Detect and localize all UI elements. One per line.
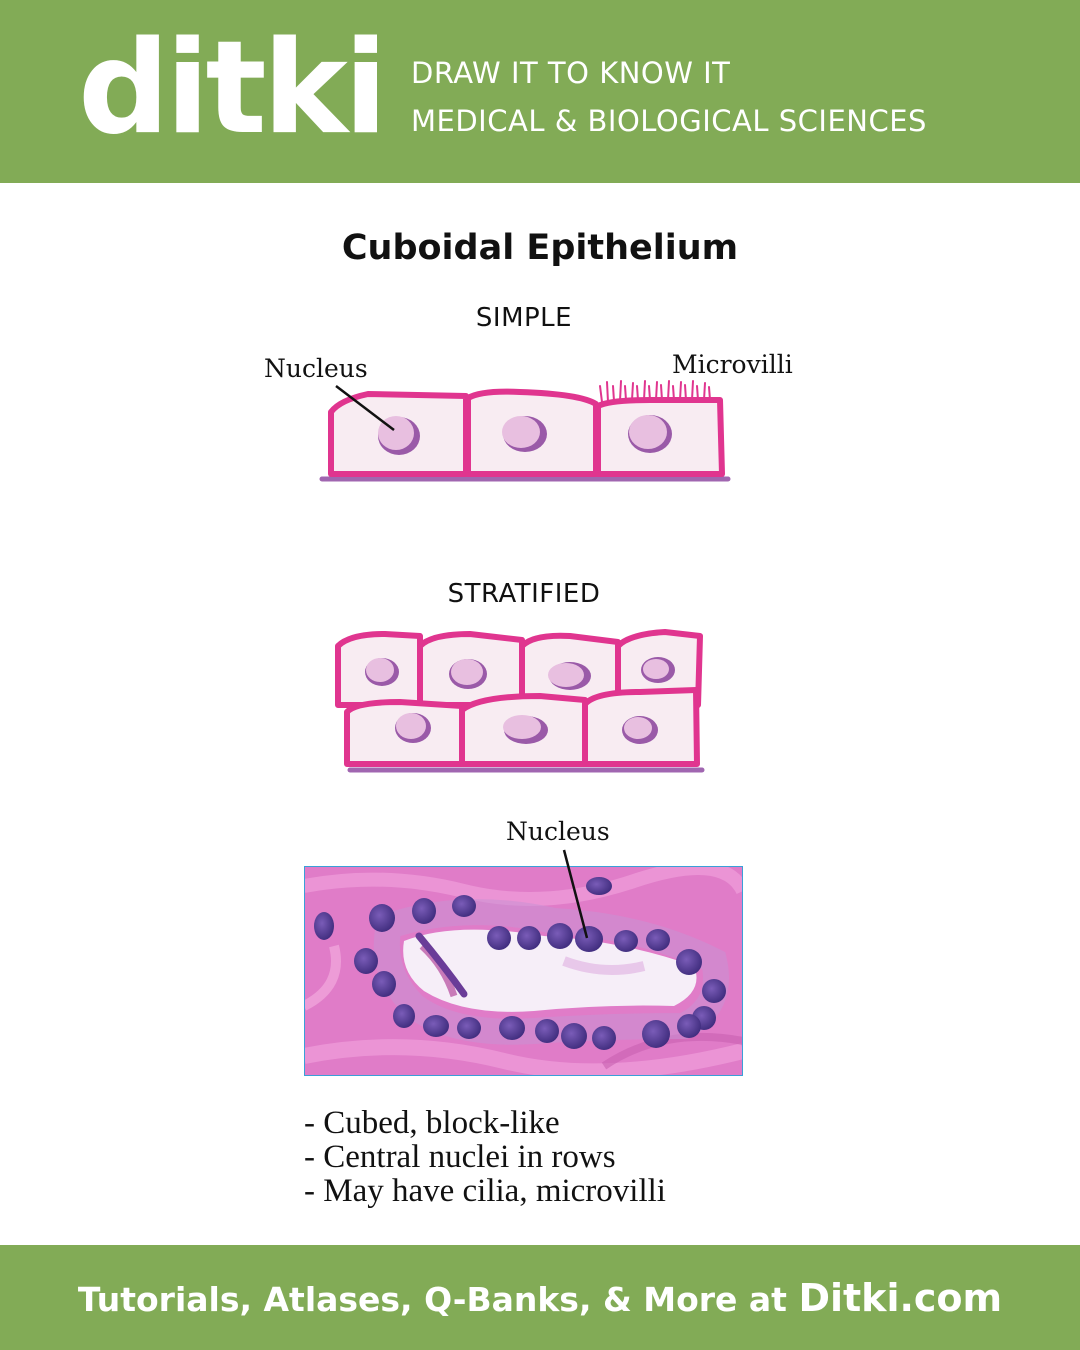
nucleus: [622, 716, 658, 744]
feature-notes: - Cubed, block-like - Central nuclei in …: [304, 1106, 666, 1208]
nucleus: [314, 877, 701, 1050]
nucleus-pointer-line: [335, 385, 395, 431]
nucleus: [548, 662, 591, 690]
ditki-logo: ditki: [78, 14, 388, 163]
page-title: Cuboidal Epithelium: [341, 228, 739, 268]
nucleus: [365, 658, 399, 686]
footer-banner: [0, 1245, 1080, 1350]
nucleus: [395, 713, 431, 743]
note-item: - Central nuclei in rows: [304, 1139, 616, 1175]
footer-text: Tutorials, Atlases, Q-Banks, & More at D…: [0, 1276, 1080, 1322]
nucleus: [628, 415, 672, 453]
nucleus: [502, 416, 547, 452]
footer-site-link[interactable]: Ditki.com: [798, 1276, 1003, 1320]
simple-cuboidal-diagram: Nucleus Microvilli: [264, 350, 793, 482]
microvilli-label: Microvilli: [672, 350, 793, 379]
simple-nucleus-label: Nucleus: [264, 354, 368, 383]
stratified-cuboidal-diagram: [335, 629, 705, 773]
header-banner: ditki DRAW IT TO KNOW IT MEDICAL & BIOLO…: [0, 0, 1080, 183]
note-item: - May have cilia, microvilli: [304, 1173, 666, 1209]
micrograph-pointer-line: [562, 849, 589, 939]
nucleus: [449, 659, 487, 689]
micrograph-nucleus-label: Nucleus: [506, 817, 610, 846]
tagline-line-2: MEDICAL & BIOLOGICAL SCIENCES: [411, 104, 927, 138]
histology-micrograph: [304, 866, 743, 1076]
nucleus: [641, 657, 675, 683]
nucleus: [503, 715, 548, 744]
footer-tagline: Tutorials, Atlases, Q-Banks, & More at: [77, 1280, 799, 1319]
tagline-line-1: DRAW IT TO KNOW IT: [411, 56, 731, 90]
nucleus: [354, 895, 726, 1030]
epithelium-diagrams: Nucleus Microvilli: [264, 350, 793, 773]
note-item: - Cubed, block-like: [304, 1105, 560, 1141]
stratified-heading: STRATIFIED: [447, 579, 601, 609]
simple-heading: SIMPLE: [475, 303, 573, 333]
micrograph-annotation: Nucleus: [506, 817, 610, 939]
